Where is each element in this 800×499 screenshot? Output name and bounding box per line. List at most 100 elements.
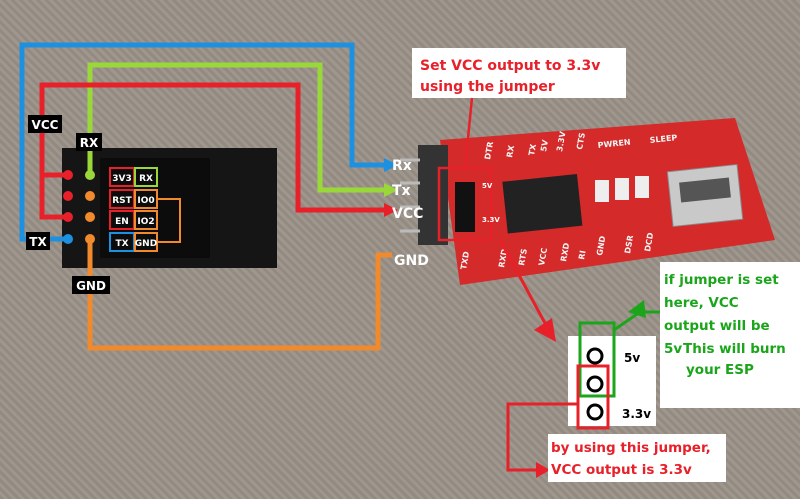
esp01-module: 3V3 RST EN TX RX IO0 IO2 GND: [62, 148, 277, 268]
arrow-rx: [384, 158, 398, 172]
ok-arrowhead: [536, 462, 550, 478]
label-bg: [72, 276, 110, 294]
label-bg: [76, 133, 102, 151]
pin-rst: RST: [112, 196, 132, 206]
silk-label: 5V: [539, 138, 550, 152]
usb-port: [679, 177, 731, 203]
ok-box: [548, 434, 726, 482]
pin-gnd: GND: [135, 239, 157, 249]
callout-ok: by using this jumper, VCC output is 3.3v: [506, 402, 726, 482]
detail-label-5v: 5v: [624, 351, 640, 365]
jumper-silk-33v: 3.3V: [482, 216, 500, 224]
warning-line5: your ESP: [686, 362, 754, 378]
pin-tx: TX: [115, 239, 128, 249]
detail-pin-mid: [586, 375, 604, 393]
jumper-cap: [455, 182, 475, 232]
label-bg: [26, 232, 50, 250]
component: [615, 178, 629, 200]
pin-io0: IO0: [137, 196, 154, 206]
ftdi-label-rx: Rx: [392, 158, 412, 174]
silk-label: CTS: [575, 132, 587, 151]
callout-box: [412, 48, 626, 98]
callout-pointer: [463, 97, 474, 169]
label-vcc: VCC: [32, 118, 59, 132]
detail-33v-frame: [576, 364, 610, 430]
pin-frame: [134, 210, 158, 230]
silk-label: RTS: [517, 248, 529, 267]
jumper-silk-5v: 5V: [482, 182, 493, 190]
label-tx: TX: [29, 235, 47, 249]
silk-label: VCC: [537, 247, 549, 266]
silk-label: RX: [505, 144, 516, 159]
warning-line4a: 5v: [664, 341, 682, 357]
callout-warning: if jumper is set here, VCC output will b…: [613, 262, 800, 408]
ftdi-header: [400, 145, 448, 245]
board-jumper: 5V 3.3V: [437, 166, 500, 242]
wire-gnd: [87, 239, 392, 351]
warning-arrowhead: [628, 300, 646, 318]
ok-line2: VCC output is 3.3v: [551, 462, 692, 478]
pin-io2: IO2: [137, 217, 154, 227]
ok-pointer: [506, 402, 578, 472]
silk-label: DCD: [643, 232, 655, 253]
silk-label: RI: [577, 250, 587, 261]
ftdi-silk-bottom: TXD RXD RTS VCC RXD RI GND DSR DCD: [459, 232, 655, 271]
detail-pin-top: [586, 347, 604, 365]
silk-label: DTR: [483, 141, 495, 161]
silk-label: DSR: [623, 235, 635, 255]
silk-label: RXD: [559, 242, 571, 263]
silk-label: TX: [527, 143, 538, 157]
pin-rx: RX: [139, 174, 153, 184]
ftdi-label-gnd: GND: [394, 253, 429, 269]
pin-frame: [134, 167, 158, 187]
ftdi-silk-top: DTR RX TX 5V 3.3V CTS PWREN SLEEP: [483, 130, 678, 160]
detail-label-33v: 3.3v: [622, 407, 651, 421]
ftdi-label-tx: Tx: [392, 183, 411, 199]
esp-pin-labels: 3V3 RST EN TX RX IO0 IO2 GND: [109, 167, 181, 252]
detail-arrow: [498, 239, 556, 342]
pin-hole: [63, 191, 73, 201]
silk-label: PWREN: [597, 138, 631, 150]
detail-5v-frame: [578, 321, 616, 398]
label-bg: [28, 115, 62, 133]
silk-label: TXD: [459, 250, 471, 270]
callout-set-vcc: Set VCC output to 3.3v using the jumper: [412, 48, 626, 169]
callout-set-vcc-line1: Set VCC output to 3.3v: [420, 58, 600, 74]
jumper-detail: 5v 3.3v: [568, 321, 656, 430]
esp-wire-labels: VCC RX TX GND: [26, 115, 110, 294]
pin-hole: [85, 212, 95, 222]
warning-box: [660, 262, 800, 408]
ftdi-pin-labels: Rx Tx VCC GND: [392, 158, 429, 269]
io-gnd-bracket: [157, 198, 181, 243]
warning-line3: output will be: [664, 318, 770, 334]
detail-pin-bottom: [586, 403, 604, 421]
warning-line4b: This will burn: [683, 341, 786, 357]
ok-line1: by using this jumper,: [551, 440, 711, 456]
detail-bg: [568, 336, 656, 426]
silk-label: 3.3V: [555, 130, 568, 152]
warning-line2: here, VCC: [664, 295, 739, 311]
ftdi-board: DTR RX TX 5V 3.3V CTS PWREN SLEEP TXD RX…: [400, 118, 775, 285]
wire-tx: [87, 62, 384, 193]
arrow-vcc: [384, 203, 398, 217]
component: [595, 180, 609, 202]
silk-label: SLEEP: [649, 133, 678, 145]
pin-3v3: 3V3: [112, 174, 132, 184]
arrow-tx: [384, 183, 398, 197]
ftdi-chip: [502, 173, 583, 234]
silk-label: GND: [595, 235, 607, 257]
pin-hole: [85, 191, 95, 201]
wire-vcc-en: [39, 172, 68, 220]
ftdi-label-vcc: VCC: [392, 206, 423, 222]
callout-set-vcc-line2: using the jumper: [420, 79, 555, 95]
pin-en: EN: [115, 217, 129, 227]
arrow-line: [498, 239, 548, 326]
label-gnd: GND: [76, 279, 106, 293]
component: [635, 176, 649, 198]
arrow-head: [534, 318, 556, 342]
warning-line1: if jumper is set: [664, 272, 779, 288]
label-rx: RX: [80, 136, 99, 150]
header-block: [418, 145, 448, 245]
